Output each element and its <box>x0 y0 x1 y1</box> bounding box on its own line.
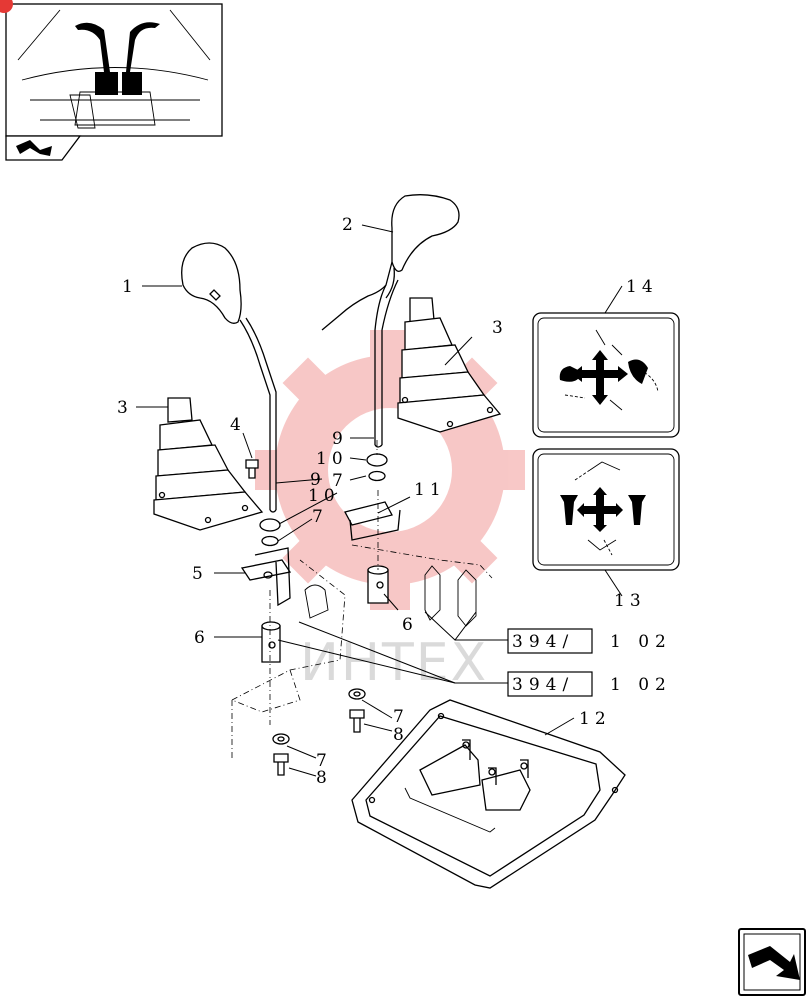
callout-12: 12 <box>579 709 611 729</box>
callout-13: 13 <box>614 591 646 611</box>
next-page-button[interactable] <box>738 928 806 996</box>
boot-right <box>397 297 502 433</box>
callout-6-upper: 6 <box>402 615 418 635</box>
boot-left <box>153 397 264 531</box>
callout-7-a: 7 <box>332 471 348 491</box>
callout-9-a: 9 <box>332 429 348 449</box>
reference-box-text: 394/ <box>512 675 574 695</box>
console-frame <box>231 440 493 760</box>
decal-13 <box>532 448 680 571</box>
callout-10-a: 10 <box>316 449 348 469</box>
floor-plate <box>351 699 626 889</box>
callout-7-d: 7 <box>316 751 332 771</box>
callout-8-b: 8 <box>316 768 332 788</box>
callout-2: 2 <box>342 215 358 235</box>
bolt-upper <box>348 688 366 733</box>
reference-suffix: 1 02 <box>610 632 672 652</box>
joystick-right-assembly <box>321 194 502 604</box>
callout-7-c: 7 <box>393 707 409 727</box>
callout-8-a: 8 <box>393 725 409 745</box>
reference-box-text: 394/ <box>512 632 574 652</box>
watermark-logo <box>255 330 525 610</box>
reference-link-2[interactable]: 394/ 1 02 <box>507 671 672 697</box>
decal-14 <box>532 312 680 438</box>
reference-suffix: 1 02 <box>610 675 672 695</box>
callout-11: 11 <box>414 480 446 500</box>
callout-14: 14 <box>626 277 658 297</box>
callout-3-left: 3 <box>117 398 133 418</box>
callout-1: 1 <box>122 277 138 297</box>
cab-controls-thumbnail[interactable] <box>0 0 223 137</box>
watermark-text: ИНТЕХ <box>300 633 488 693</box>
callout-10-b: 10 <box>308 486 340 506</box>
joystick-left-assembly <box>153 242 292 663</box>
callout-6-lower: 6 <box>194 628 210 648</box>
callout-5: 5 <box>192 564 208 584</box>
thumb-nav-tab[interactable] <box>5 135 82 161</box>
corner-badge <box>0 0 13 13</box>
callout-labels: 1 2 3 3 4 5 6 6 7 7 7 7 8 8 9 9 10 10 11… <box>117 215 658 788</box>
callout-4: 4 <box>230 415 246 435</box>
bolt-lower <box>272 733 290 776</box>
bent-arrow-small-icon <box>16 140 52 156</box>
callout-7-b: 7 <box>312 507 328 527</box>
bent-arrow-nav-icon <box>748 946 800 980</box>
reference-link-1[interactable]: 394/ 1 02 <box>507 628 672 654</box>
leader-lines <box>136 224 623 777</box>
callout-9-b: 9 <box>310 470 326 490</box>
callout-3-right: 3 <box>492 318 508 338</box>
